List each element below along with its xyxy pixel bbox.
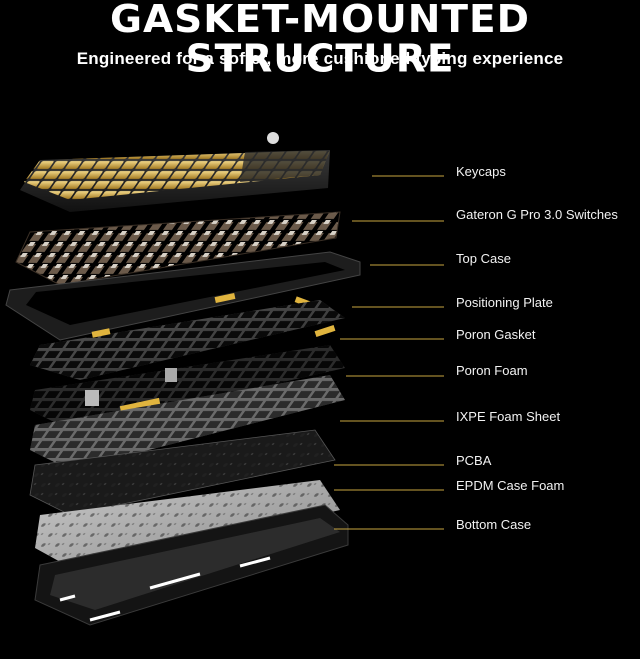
page-subtitle: Engineered for a softer, more cushioned … (76, 49, 564, 68)
positioning-plate-layer (30, 300, 345, 380)
exploded-keyboard-illustration (5, 132, 361, 626)
label-top-case: Top Case (456, 251, 511, 266)
label-bottom-case: Bottom Case (456, 517, 532, 532)
label-poron-gasket: Poron Gasket (456, 327, 536, 342)
label-pcba: PCBA (456, 453, 492, 468)
pcba-layer (29, 429, 336, 516)
label-switches: Gateron G Pro 3.0 Switches (456, 207, 618, 222)
bottom-case-layer (34, 504, 349, 626)
ixpe-foam-layer (30, 375, 345, 470)
label-keycaps: Keycaps (456, 164, 506, 179)
label-positioning-plate: Positioning Plate (456, 295, 553, 310)
label-poron-foam: Poron Foam (456, 363, 528, 378)
epdm-foam-layer (35, 480, 340, 570)
page-title: GASKET-MOUNTED STRUCTURE (109, 0, 531, 82)
label-ixpe-foam-sheet: IXPE Foam Sheet (456, 409, 561, 424)
switches-layer (15, 211, 341, 286)
keycaps-layer (20, 132, 330, 212)
label-epdm-case-foam: EPDM Case Foam (456, 478, 565, 493)
